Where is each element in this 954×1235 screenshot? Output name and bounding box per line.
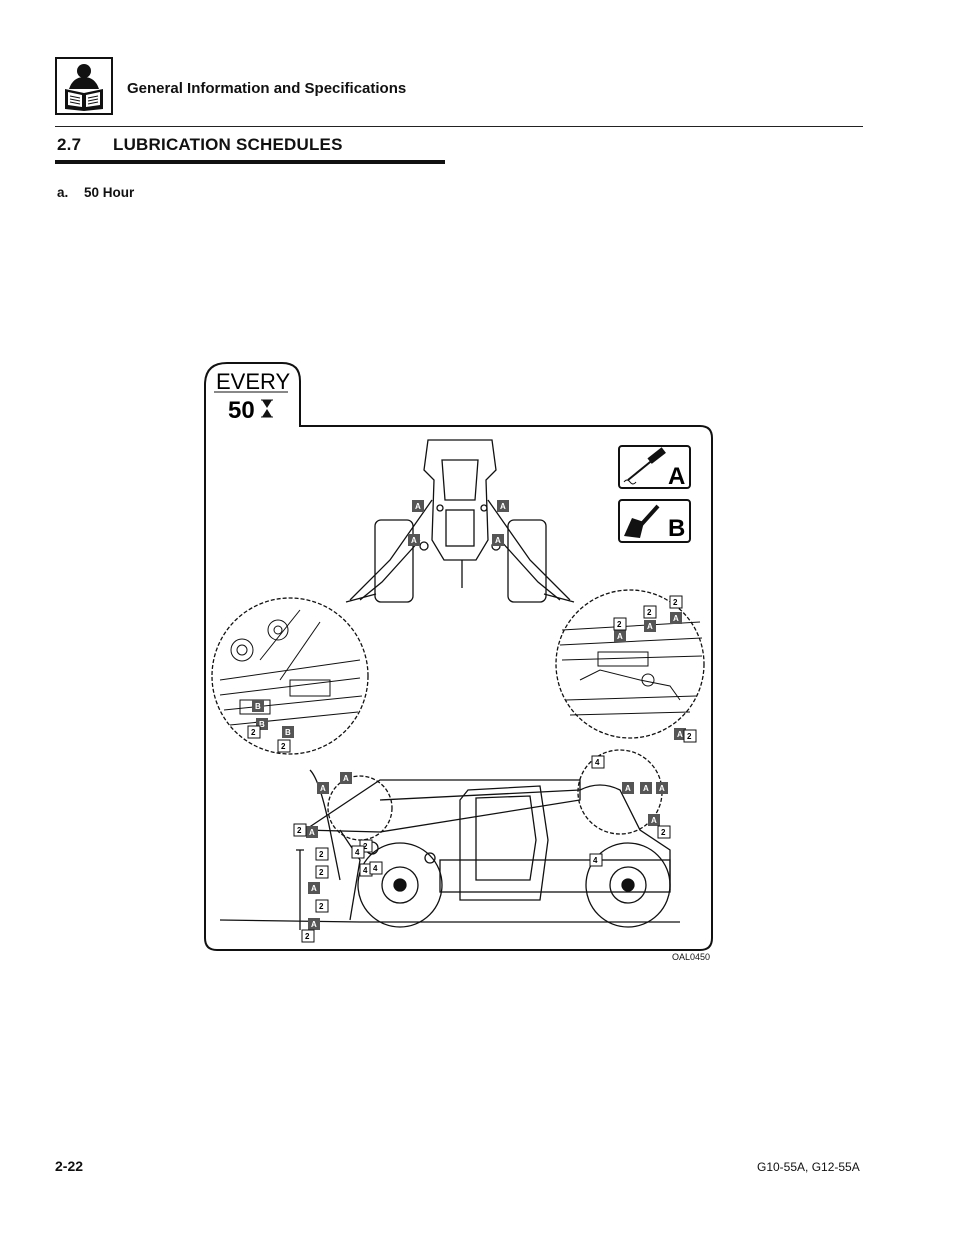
- figure-frame: [204, 362, 713, 951]
- svg-text:A: A: [500, 502, 506, 511]
- svg-text:2: 2: [319, 902, 324, 911]
- subsection-title: 50 Hour: [84, 185, 135, 200]
- svg-text:A: A: [625, 784, 631, 793]
- telehandler-side-view: [219, 749, 680, 930]
- svg-text:2: 2: [661, 828, 666, 837]
- svg-text:A: A: [311, 884, 317, 893]
- svg-text:A: A: [311, 920, 317, 929]
- page-number: 2-22: [55, 1158, 84, 1174]
- svg-text:4: 4: [595, 758, 600, 767]
- header-divider: [55, 126, 863, 127]
- svg-text:2: 2: [647, 608, 652, 617]
- left-detail-view: [211, 597, 369, 755]
- svg-text:A: A: [343, 774, 349, 783]
- rear-view-drawing: [345, 439, 575, 603]
- figure-id: OAL0450: [672, 952, 711, 962]
- svg-text:2: 2: [319, 850, 324, 859]
- svg-text:2: 2: [251, 728, 256, 737]
- hourglass-icon: [261, 399, 273, 418]
- svg-text:A: A: [647, 622, 653, 631]
- svg-text:4: 4: [363, 866, 368, 875]
- svg-text:A: A: [651, 816, 657, 825]
- svg-text:B: B: [259, 720, 265, 729]
- legend-a-label: A: [668, 463, 685, 490]
- svg-text:2: 2: [281, 742, 286, 751]
- brush-icon: B: [618, 499, 691, 543]
- svg-text:A: A: [411, 536, 417, 545]
- section-underline: [55, 160, 445, 164]
- subsection-heading: a. 50 Hour: [57, 185, 134, 200]
- manual-reader-icon: [55, 57, 113, 115]
- interval-word: EVERY: [216, 369, 291, 394]
- svg-text:2: 2: [617, 620, 622, 629]
- svg-text:A: A: [415, 502, 421, 511]
- svg-text:2: 2: [687, 732, 692, 741]
- svg-text:B: B: [285, 728, 291, 737]
- right-detail-view: [555, 589, 705, 739]
- callout-2-markers: 2 2 2 2 2 2 2 2 2 2 2 2 2: [247, 595, 697, 943]
- svg-text:B: B: [255, 702, 261, 711]
- svg-text:A: A: [673, 614, 679, 623]
- callout-4-markers: 4 4 4 4 4: [351, 755, 605, 877]
- svg-text:A: A: [320, 784, 326, 793]
- svg-text:2: 2: [305, 932, 310, 941]
- grease-gun-icon: A: [618, 445, 691, 490]
- section-heading: 2.7 LUBRICATION SCHEDULES: [57, 135, 343, 155]
- svg-text:A: A: [659, 784, 665, 793]
- svg-text:4: 4: [355, 848, 360, 857]
- legend-b-label: B: [668, 515, 685, 542]
- section-title: LUBRICATION SCHEDULES: [113, 135, 343, 154]
- lubrication-diagram: EVERY 50 A B: [200, 360, 716, 955]
- svg-text:A: A: [617, 632, 623, 641]
- svg-text:4: 4: [373, 864, 378, 873]
- interval-value: 50: [228, 397, 255, 424]
- svg-text:2: 2: [673, 598, 678, 607]
- callout-a-markers: A A A A A A A A A A A A A A A A A: [306, 500, 686, 930]
- svg-text:2: 2: [297, 826, 302, 835]
- svg-text:2: 2: [363, 842, 368, 851]
- model-numbers: G10-55A, G12-55A: [757, 1160, 860, 1174]
- svg-text:A: A: [309, 828, 315, 837]
- svg-text:A: A: [495, 536, 501, 545]
- section-number: 2.7: [57, 135, 82, 154]
- svg-text:A: A: [643, 784, 649, 793]
- header-title: General Information and Specifications: [127, 80, 407, 97]
- svg-text:2: 2: [319, 868, 324, 877]
- subsection-letter: a.: [57, 185, 69, 200]
- svg-text:A: A: [677, 730, 683, 739]
- svg-text:4: 4: [593, 856, 598, 865]
